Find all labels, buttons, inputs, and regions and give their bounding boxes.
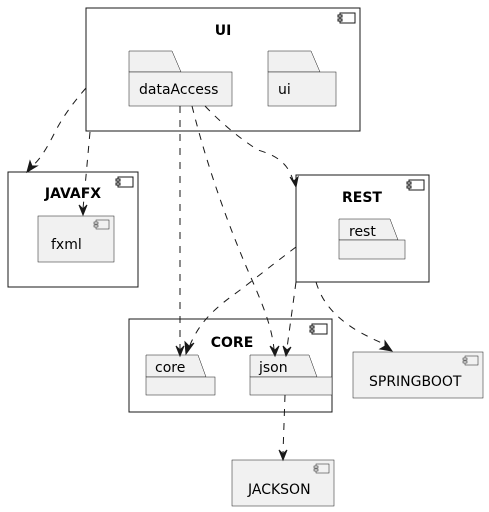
component-icon <box>313 463 330 474</box>
component-icon <box>93 219 110 230</box>
dependency-dataaccess-to-rest <box>204 105 299 189</box>
dependency-dataaccess-to-core <box>175 106 185 358</box>
package-json[interactable]: json <box>249 354 333 396</box>
jackson-component[interactable]: JACKSON <box>231 459 335 507</box>
springboot-component[interactable]: SPRINGBOOT <box>352 351 484 399</box>
javafx-component-title: JAVAFX <box>44 186 101 202</box>
component-icon <box>337 12 356 24</box>
dependency-ui-to-javafx <box>26 87 87 174</box>
component-icon <box>406 179 425 191</box>
package-json-label: json <box>258 360 288 376</box>
package-data-access-label: dataAccess <box>139 82 218 98</box>
package-core[interactable]: core <box>145 354 216 396</box>
ui-component-title: UI <box>215 23 232 39</box>
rest-component[interactable]: REST rest <box>295 174 430 283</box>
springboot-component-label: SPRINGBOOT <box>369 374 462 390</box>
dependency-json-to-jackson <box>278 394 288 462</box>
fxml-component-label: fxml <box>51 237 82 253</box>
package-ui-label: ui <box>278 82 291 98</box>
component-icon <box>462 355 479 366</box>
ui-component[interactable]: UI dataAccess ui <box>85 7 361 132</box>
package-core-label: core <box>155 360 185 376</box>
core-component[interactable]: CORE core json <box>128 318 333 413</box>
dependency-rest-to-json <box>282 281 297 358</box>
rest-component-title: REST <box>342 190 382 206</box>
jackson-component-label: JACKSON <box>247 482 311 498</box>
dependency-rest-to-springboot <box>315 281 394 352</box>
javafx-component[interactable]: JAVAFX fxml <box>7 171 139 288</box>
component-icon <box>115 176 134 188</box>
dependency-dataaccess-to-json <box>191 105 280 358</box>
core-component-title: CORE <box>211 335 254 351</box>
package-rest-label: rest <box>349 224 376 240</box>
package-data-access[interactable]: dataAccess <box>128 50 233 107</box>
package-ui[interactable]: ui <box>267 50 337 107</box>
fxml-component[interactable]: fxml <box>37 215 115 263</box>
dependency-rest-to-core <box>184 246 297 356</box>
component-icon <box>309 323 328 335</box>
dependency-ui-to-fxml <box>78 131 91 217</box>
package-rest[interactable]: rest <box>338 218 406 260</box>
